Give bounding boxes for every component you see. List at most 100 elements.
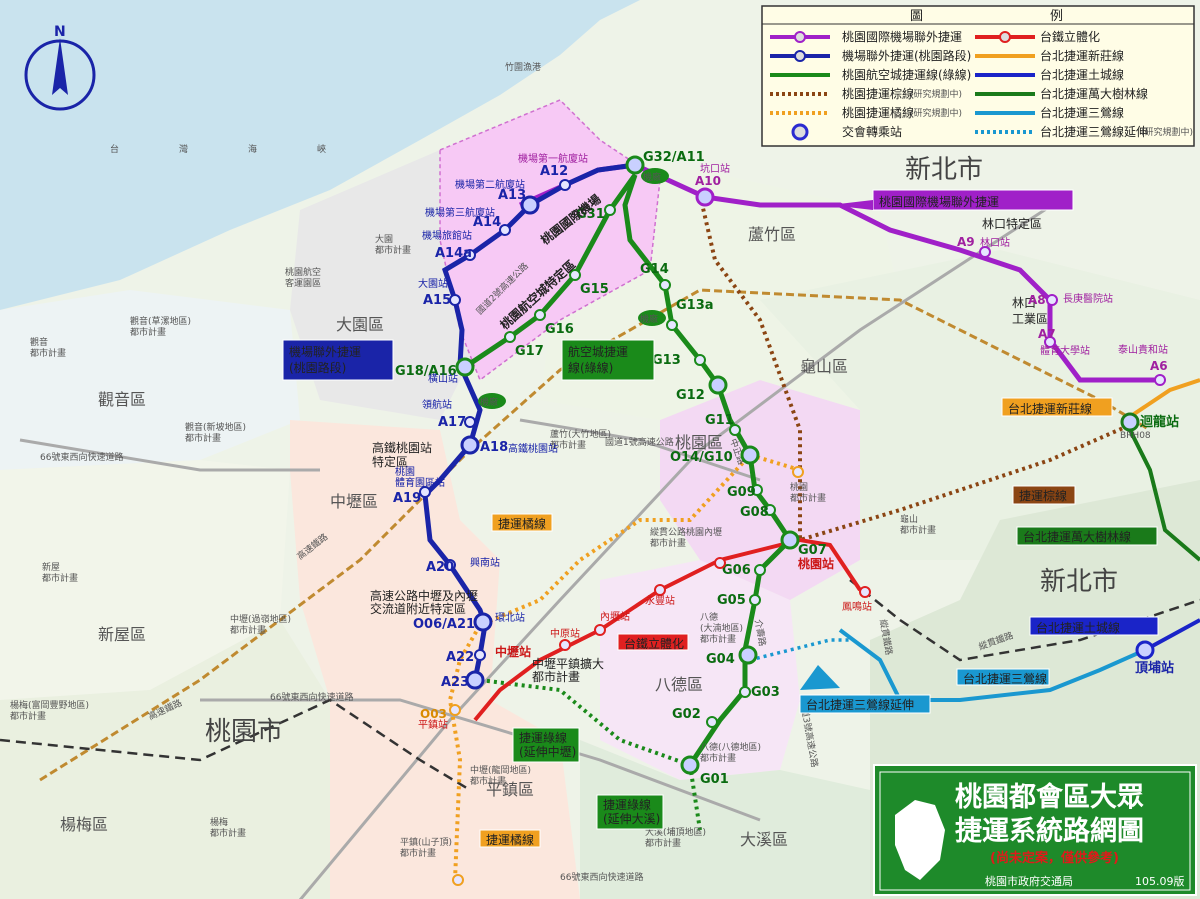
legend-item-label: 台北捷運萬大樹林線 — [1040, 86, 1148, 101]
plan-label: 蘆竹(大竹地區) — [550, 428, 611, 440]
city-label: 新北市 — [905, 155, 983, 185]
plan-label: 都市計畫 — [700, 633, 736, 645]
tra-existing — [0, 698, 471, 792]
callout-sanying-ext-bg — [799, 694, 931, 714]
station-marker — [534, 309, 546, 321]
callout-sanying-ext: 台北捷運三鶯線延伸 — [799, 694, 931, 714]
legend-item-label: 台北捷運三鶯線延伸 — [1040, 124, 1148, 139]
callout-orange-bottom-bg — [479, 829, 541, 848]
station-marker — [659, 279, 671, 291]
callout-airport-mrt-taoyuan: 機場聯外捷運(桃園路段) — [282, 339, 394, 381]
plan-label: 客運園區 — [285, 277, 321, 289]
callout-green-ext-daxi: 捷運綠線(延伸大溪) — [596, 794, 664, 830]
callout-brown-text: 捷運棕線 — [1019, 488, 1067, 503]
plan-label: 高速公路中壢及內壢 — [370, 588, 478, 603]
callout-tucheng: 台北捷運土城線 — [1029, 616, 1159, 636]
depot-label: 機廠 — [480, 396, 498, 408]
city-label: 桃園市 — [205, 717, 283, 747]
station-name: 環北站 — [495, 611, 525, 624]
callout-airport-mrt-taoyuan-bg — [282, 339, 394, 381]
title-note: (尚未定案，僅供參考) — [990, 850, 1119, 866]
station-name: 大園站 — [418, 277, 448, 290]
depot-badge: 機廠 — [478, 393, 506, 409]
station-code-green: G18/A16 — [395, 364, 457, 379]
plan-label: 新屋 — [42, 561, 60, 573]
station-name: 桃園站 — [798, 556, 834, 571]
transfer-station-marker — [740, 445, 760, 465]
station-code-green: G13a — [676, 298, 714, 313]
station-code-green: G02 — [672, 707, 701, 722]
district-label: 觀音區 — [98, 390, 146, 409]
hwy-label: 66號東西向快速道路 — [40, 451, 123, 463]
plan-label: 觀音 — [30, 336, 48, 348]
plan-label: 都市計畫 — [30, 347, 66, 359]
callout-orange-bottom-text: 捷運橘線 — [486, 832, 534, 847]
station-name: 領航站 — [422, 398, 452, 411]
station-name: 機場第三航廈站 — [425, 206, 495, 219]
district-labels: 新北市新北市桃園市蘆竹區大園區龜山區觀音區中壢區新屋區八德區平鎮區楊梅區大溪區桃… — [60, 155, 1118, 849]
station-marker — [1044, 336, 1056, 348]
title-agency: 桃園市政府交通局 — [985, 874, 1073, 888]
sanying-line — [838, 628, 1146, 702]
station-marker — [714, 557, 726, 569]
callout-wanda-text: 台北捷運萬大樹林線 — [1023, 529, 1131, 544]
plan-label: 楊梅 — [210, 816, 228, 828]
legend-item-note: (研究規劃中) — [910, 88, 962, 100]
station-marker — [1046, 294, 1058, 306]
station-code-airport: A14 — [473, 215, 501, 230]
station-marker — [419, 486, 431, 498]
callout-xinzhuang-bg — [1001, 397, 1113, 417]
callout-green-ext-zhongli-text: 捷運綠線 — [519, 730, 567, 745]
tucheng-line — [1144, 618, 1200, 652]
plan-label: 都市計畫 — [185, 432, 221, 444]
green-ext-zhongli — [479, 678, 691, 767]
district-label: 蘆竹區 — [748, 225, 796, 244]
transfer-station-marker — [708, 375, 728, 395]
station-marker — [859, 586, 871, 598]
callout-green-ext-zhongli-text: (延伸中壢) — [519, 744, 576, 759]
district-label: 中壢區 — [330, 492, 378, 511]
north-label: N — [54, 24, 66, 40]
station-marker — [764, 504, 776, 516]
district-label: 大園區 — [336, 315, 384, 334]
callout-green-ext-daxi-text: (延伸大溪) — [603, 812, 660, 826]
station-name: 中原站 — [550, 627, 580, 640]
station-marker — [464, 249, 476, 261]
legend-swatch-dot — [999, 31, 1011, 43]
station-code-green: G08 — [740, 505, 769, 520]
title-line1: 桃園都會區大眾 — [955, 781, 1144, 813]
plan-label: 都市計畫 — [210, 827, 246, 839]
transfer-station-marker — [520, 195, 540, 215]
station-marker — [749, 594, 761, 606]
station-marker — [569, 269, 581, 281]
callout-airport-mrt-text: 桃園國際機場聯外捷運 — [879, 194, 999, 209]
transfer-station-marker — [1135, 640, 1155, 660]
station-marker — [464, 416, 476, 428]
plan-label: 都市計畫 — [375, 244, 411, 256]
plan-label: 都市計畫 — [400, 847, 436, 859]
station-code-green: G04 — [706, 652, 735, 667]
hwy-1 — [298, 198, 1061, 899]
plan-label: 八德 — [700, 611, 718, 623]
district-label: 龜山區 — [800, 357, 848, 376]
station-marker — [499, 224, 511, 236]
station-name: 機場第二航廈站 — [455, 178, 525, 191]
station-marker — [504, 331, 516, 343]
callout-green-ext-daxi-text: 捷運綠線 — [603, 797, 651, 812]
transfer-station-marker — [625, 155, 645, 175]
station-marker — [604, 204, 616, 216]
station-code-green: G07 — [798, 543, 827, 558]
callout-orange-top-text: 捷運橘線 — [498, 516, 546, 531]
legend-item-note: (研究規劃中) — [1141, 126, 1193, 138]
callout-xinzhuang: 台北捷運新莊線 — [1001, 397, 1113, 417]
station-code-airport: A14a — [435, 246, 472, 261]
station-name: 機場第一航廈站 — [518, 152, 588, 165]
hsr-special-label: 高鐵桃園站 — [372, 440, 432, 455]
plan-label: 都市計畫 — [230, 624, 266, 636]
callout-orange-top: 捷運橘線 — [491, 513, 553, 532]
hwy-label: 66號東西向快速道路 — [560, 871, 643, 883]
station-name: O03 — [420, 707, 447, 721]
hwy-66 — [19, 438, 320, 472]
station-code-airport: A8 — [1028, 293, 1046, 307]
